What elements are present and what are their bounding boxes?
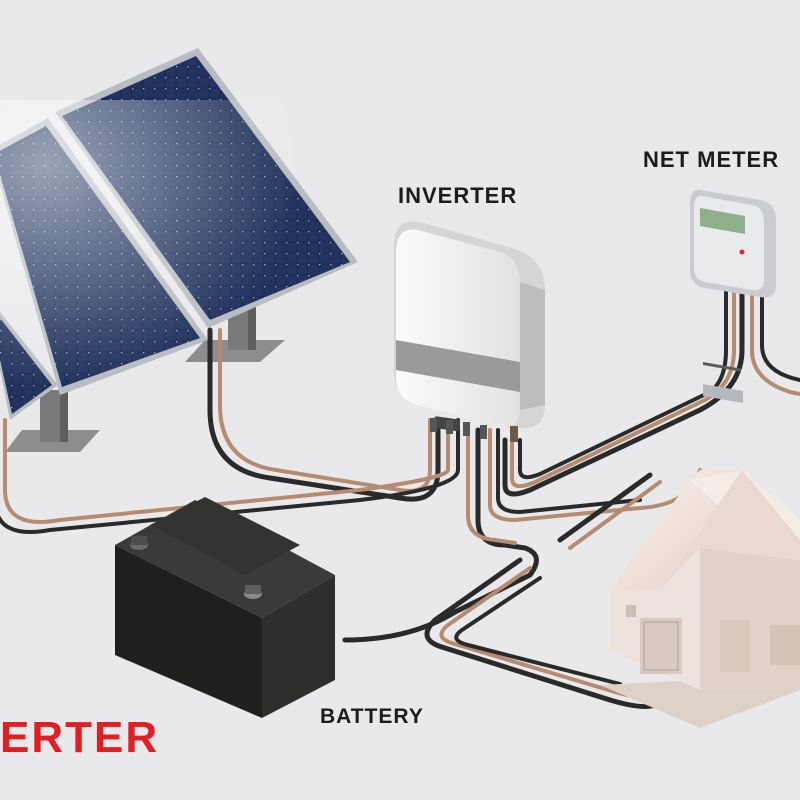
battery-icon (115, 497, 335, 718)
house-icon (600, 470, 800, 728)
net-meter-label: NET METER (643, 147, 780, 172)
inverter-label: INVERTER (398, 183, 518, 208)
meter-icon (690, 189, 776, 404)
solar-panel-icon (0, 48, 360, 420)
battery-label: BATTERY (320, 705, 424, 728)
brand-wordmark: ERTER (0, 713, 160, 762)
inverter-icon (394, 221, 545, 442)
